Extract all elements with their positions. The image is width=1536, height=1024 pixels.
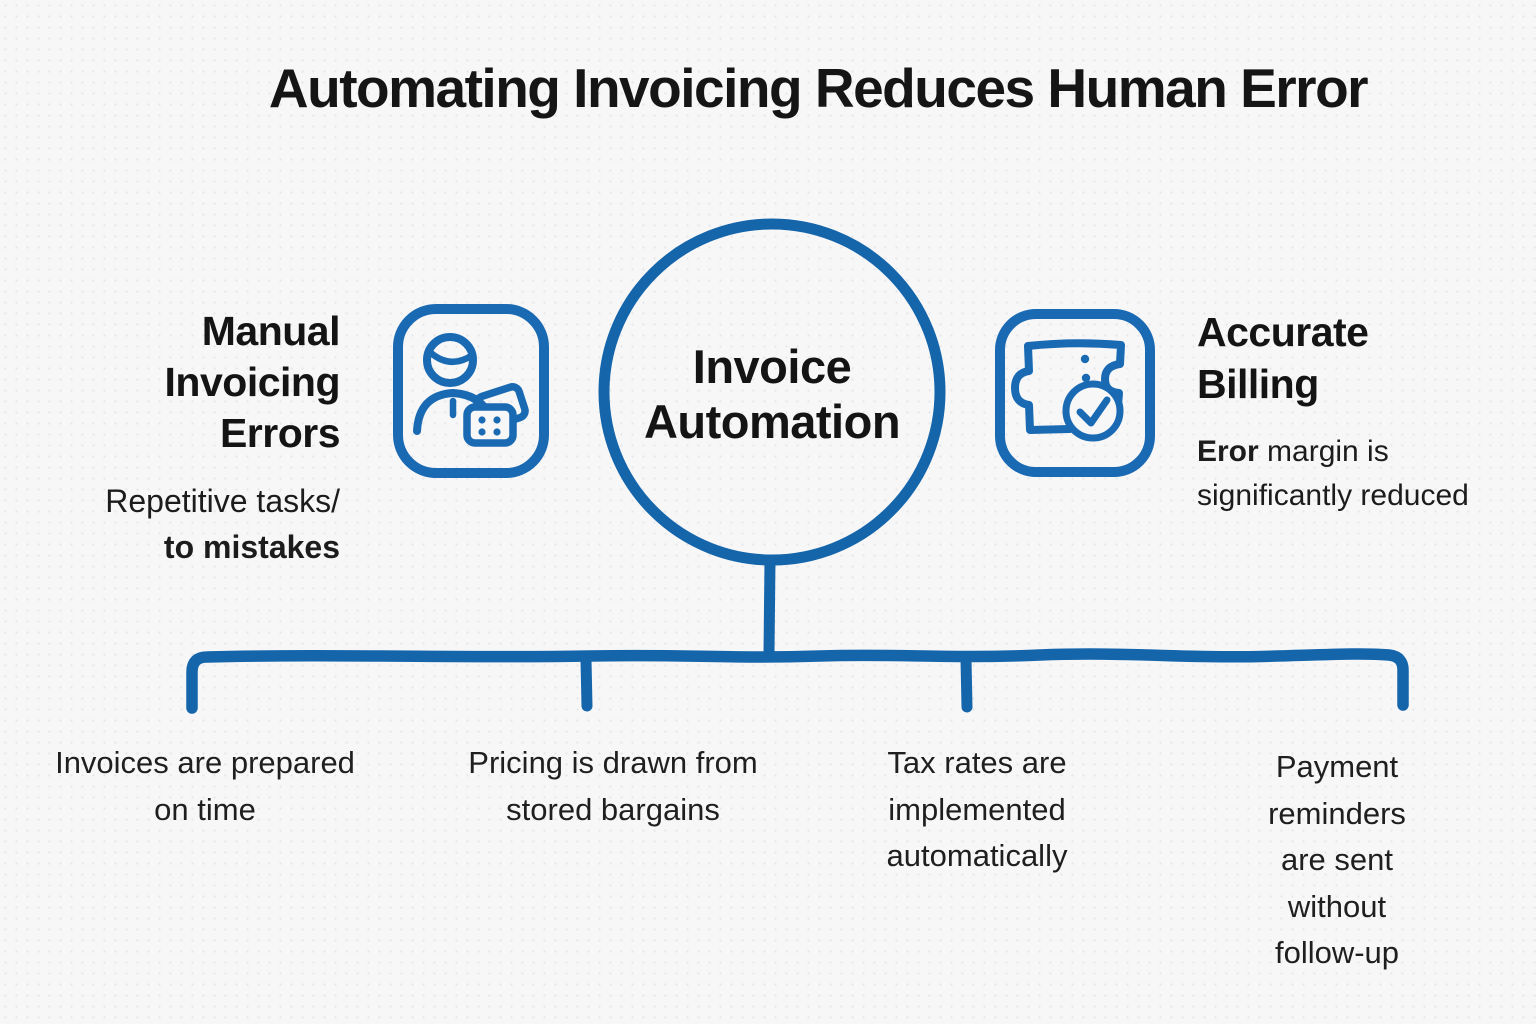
left-section-subtext: Repetitive tasks/ to mistakes: [10, 478, 340, 571]
ticket-perforation-dots: [1080, 354, 1091, 383]
branch-label-payment-reminders: Payment reminders are sent without follo…: [1268, 749, 1406, 970]
branch-drop-3: [960, 654, 973, 713]
branch-drop-2: [580, 654, 593, 712]
left-subtext-line2: to mistakes: [163, 529, 340, 566]
branch-label-pricing-stored: Pricing is drawn from stored bargains: [468, 745, 758, 827]
right-subtext-rest: margin is significantly reduced: [1197, 435, 1469, 513]
ticket-check-icon: [995, 309, 1155, 477]
left-section-heading: Manual Invoicing Errors: [164, 308, 341, 456]
check-circle: [1062, 380, 1124, 442]
person-with-cards-icon: [393, 304, 549, 478]
ticket-shape-left: [1011, 342, 1074, 434]
center-stem-line: [763, 554, 776, 659]
front-card: [463, 403, 517, 447]
right-section-heading: Accurate Billing: [1197, 309, 1369, 408]
icon-frame: [393, 304, 549, 478]
person-head-swoosh: [427, 349, 475, 365]
check-mark: [1076, 396, 1111, 427]
left-subtext-line1: Repetitive tasks/: [105, 483, 340, 519]
right-subtext-bold: Eror: [1197, 435, 1259, 468]
branch-label-tax-rates: Tax rates are implemented automatically: [886, 745, 1068, 873]
page-title: Automating Invoicing Reduces Human Error: [268, 57, 1369, 119]
center-node-label: Invoice Automation: [643, 340, 901, 448]
card-dots: [478, 416, 501, 436]
right-section-subtext: Eror margin is significantly reduced: [1197, 430, 1517, 518]
person-head: [423, 333, 477, 387]
icon-frame: [995, 309, 1155, 477]
branch-label-invoices-on-time: Invoices are prepared on time: [55, 745, 355, 827]
branch-bracket-line: [186, 648, 1409, 714]
